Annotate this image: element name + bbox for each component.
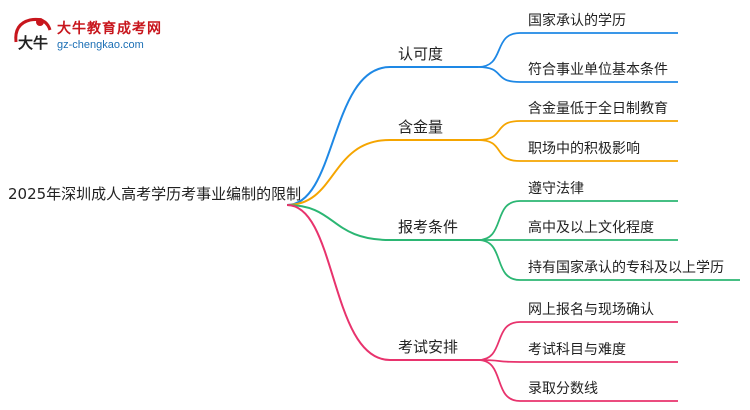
child-label-2-1: 高中及以上文化程度 (528, 219, 654, 236)
child-label-3-0: 网上报名与现场确认 (528, 302, 654, 318)
branch-label-0: 认可度 (398, 45, 443, 63)
logo-mark-text: 大牛 (18, 34, 48, 52)
child-link-1-0 (477, 120, 521, 141)
child-label-1-0: 含金量低于全日制教育 (528, 100, 668, 117)
child-link-2-0 (477, 200, 521, 241)
logo-mark-icon: 大牛 (14, 18, 52, 52)
branch-label-1: 含金量 (398, 118, 443, 136)
child-link-3-2 (477, 359, 521, 402)
site-logo[interactable]: 大牛 大牛教育成考网 gz-chengkao.com (10, 12, 180, 56)
child-label-0-1: 符合事业单位基本条件 (528, 61, 668, 78)
logo-url: gz-chengkao.com (57, 39, 144, 51)
child-link-0-1 (477, 66, 521, 83)
root-topic: 2025年深圳成人高考学历考事业编制的限制 (8, 185, 301, 203)
child-label-0-0: 国家承认的学历 (528, 12, 626, 29)
child-label-3-1: 考试科目与难度 (528, 342, 626, 358)
branch-link-3 (286, 204, 391, 361)
child-link-1-1 (477, 139, 521, 162)
branch-label-2: 报考条件 (398, 218, 458, 236)
branch-label-3: 考试安排 (398, 338, 458, 356)
branch-link-2 (286, 204, 391, 241)
child-label-3-2: 录取分数线 (528, 381, 598, 397)
child-label-1-1: 职场中的积极影响 (528, 141, 640, 157)
child-link-0-0 (477, 32, 521, 68)
child-link-2-2 (477, 239, 521, 281)
child-link-3-0 (477, 321, 521, 361)
branch-link-0 (286, 66, 391, 206)
branch-link-1 (286, 139, 391, 206)
logo-name: 大牛教育成考网 (57, 21, 162, 37)
child-label-2-0: 遵守法律 (528, 180, 584, 197)
child-label-2-2: 持有国家承认的专科及以上学历 (528, 259, 724, 276)
